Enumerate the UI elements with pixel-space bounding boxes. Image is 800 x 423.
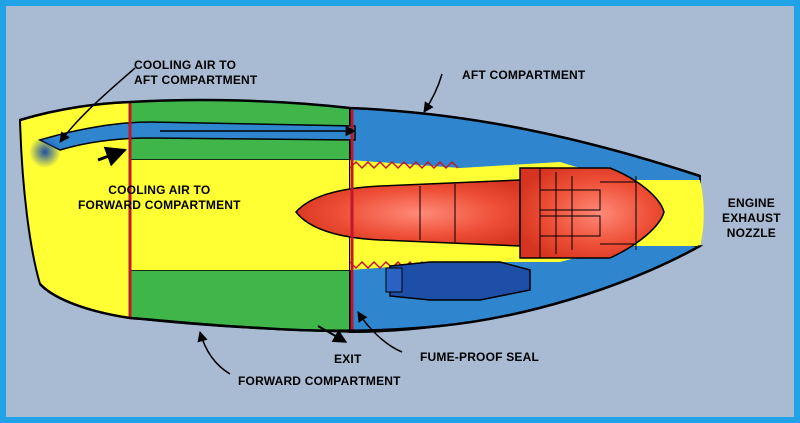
exit-flow-arrow: [317, 325, 348, 343]
label-fume-proof-seal: FUME-PROOF SEAL: [420, 350, 539, 364]
label-forward-compartment: FORWARD COMPARTMENT: [238, 374, 401, 388]
forward-compartment-bottom: [129, 269, 351, 333]
accessory-gearbox: [389, 261, 531, 301]
core-air-passage: [130, 160, 350, 270]
nacelle-diagram: [18, 67, 704, 375]
compressor-blades-top: [349, 160, 459, 170]
leader-fume-proof-seal: [357, 311, 403, 353]
leader-cooling-aft: [59, 67, 136, 143]
label-cooling-air-aft: COOLING AIR TO AFT COMPARTMENT: [134, 58, 258, 87]
label-cooling-air-forward: COOLING AIR TO FORWARD COMPARTMENT: [78, 183, 241, 212]
label-engine-exhaust-nozzle: ENGINE EXHAUST NOZZLE: [722, 196, 781, 240]
leader-forward-compartment: [197, 330, 231, 375]
nacelle-outline: [19, 98, 701, 333]
label-exit: EXIT: [334, 352, 362, 366]
label-aft-compartment: AFT COMPARTMENT: [462, 68, 586, 82]
leader-aft-compartment: [423, 73, 443, 113]
forward-cooling-arrow: [97, 146, 127, 167]
